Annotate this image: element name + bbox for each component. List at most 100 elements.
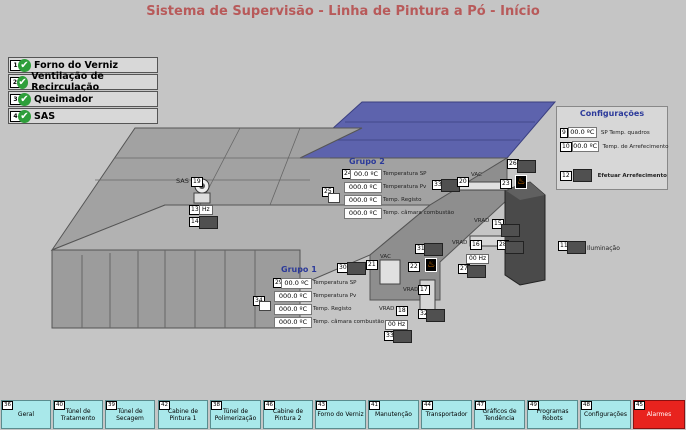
nav-num: 41	[369, 401, 380, 410]
tag-22: 22	[408, 262, 420, 272]
button-26[interactable]	[517, 160, 536, 173]
page-title: Sistema de Supervisão - Linha de Pintura…	[146, 4, 540, 19]
grupo2-pv-field: 000.0 ºC	[344, 182, 382, 193]
tag-21: 21	[366, 260, 378, 270]
config-sp-field[interactable]: 00.0 ºC	[567, 127, 597, 138]
status-sas[interactable]: 4 ✔ SAS	[8, 108, 158, 124]
status-ventilacao[interactable]: 2 ✔ Ventilação de Recirculação	[8, 71, 158, 93]
config-num: 9	[560, 127, 568, 138]
nav-num: 36	[2, 401, 13, 410]
nav-num: 40	[54, 401, 65, 410]
status-label: SAS	[34, 110, 56, 122]
tag-23: 23	[500, 179, 512, 189]
nav-label: Cabine de Pintura 2	[272, 407, 304, 422]
cool-label: Efetuar Arrefecimento	[597, 172, 667, 179]
nav-num: 49	[528, 401, 539, 410]
config-num: 10	[560, 141, 572, 152]
lighting-button[interactable]	[567, 241, 586, 254]
button-30[interactable]	[347, 262, 366, 275]
grupo1-comb-field: 000.0 ºC	[274, 317, 312, 328]
grupo2-comb-label: Temp. câmara combustão	[383, 210, 455, 216]
fan-base	[193, 192, 211, 204]
nav-label: Gráficos de Tendência	[482, 407, 517, 422]
grupo2-sp-field[interactable]: 00.0 ºC	[350, 169, 382, 180]
sas-label: SAS	[176, 177, 189, 185]
button-28[interactable]	[505, 241, 524, 254]
grupo1-sp-field[interactable]: 00.0 ºC	[281, 278, 312, 289]
nav-label: Forno do Verniz	[317, 411, 364, 418]
config-row: 9 00.0 ºC SP Temp. quadros	[560, 127, 650, 138]
hz-value: 00 Hz	[466, 254, 490, 264]
button-32[interactable]	[426, 309, 445, 322]
status-forno-verniz[interactable]: 1 ✔ Forno do Verniz	[8, 57, 158, 73]
grupo1-reg-label: Temp. Registo	[313, 306, 352, 312]
vrad-label: VRAD	[403, 287, 419, 293]
tag-18: 18	[396, 306, 408, 316]
nav-label: Alarmes	[646, 411, 672, 418]
grupo1-reg-field: 000.0 ºC	[274, 304, 312, 315]
sas-hz: Hz	[199, 205, 213, 215]
grupo2-reg-label: Temp. Registo	[383, 197, 422, 203]
roof-line	[269, 127, 301, 206]
burner-fire-icon: ♨	[515, 175, 527, 189]
roof-line	[199, 127, 241, 206]
tag-17: 17	[418, 285, 430, 295]
vrad-label: VRAD	[452, 240, 468, 246]
nav-label: Programas Robots	[536, 407, 569, 422]
sas-button[interactable]	[199, 216, 218, 229]
nav-label: Transportador	[425, 411, 468, 418]
tag-25: 25	[322, 187, 334, 197]
grupo2-reg-field: 000.0 ºC	[344, 195, 382, 206]
config-cool-label: Temp. de Arrefecimento	[602, 143, 669, 150]
config-title: Configurações	[579, 109, 645, 118]
config-row: 10 00.0 ºC Temp. de Arrefecimento	[560, 141, 669, 152]
plant-diagram	[50, 101, 557, 329]
config-sp-label: SP Temp. quadros	[600, 129, 650, 136]
cabinet-top	[505, 182, 545, 200]
nav-label: Túnel de Secagem	[116, 407, 144, 422]
status-queimador[interactable]: 3 ✔ Queimador	[8, 91, 158, 107]
button-33b[interactable]	[393, 330, 412, 343]
trend-icon[interactable]	[259, 301, 271, 311]
check-icon: ✔	[18, 109, 31, 123]
nav-label: Manutenção	[375, 411, 412, 418]
button-31[interactable]	[424, 243, 443, 256]
nav-num: 38	[211, 401, 222, 410]
tag-16: 16	[470, 240, 482, 250]
config-cool-field[interactable]: 00.0 ºC	[571, 141, 599, 152]
config-panel: Configurações 9 00.0 ºC SP Temp. quadros…	[556, 106, 669, 190]
grupo1-pv-field: 000.0 ºC	[274, 291, 312, 302]
config-num: 12	[560, 170, 572, 181]
nav-label: Cabine de Pintura 1	[167, 407, 199, 422]
nav-label: Túnel de Tratamento	[60, 407, 96, 422]
button-15[interactable]	[501, 224, 520, 237]
grupo1-comb-label: Temp. câmara combustão	[313, 319, 385, 325]
front-wall	[51, 249, 301, 329]
cool-button[interactable]	[572, 169, 592, 182]
vac-label-1: VAC	[380, 254, 391, 260]
trend-icon[interactable]	[328, 193, 340, 203]
button-27[interactable]	[467, 265, 486, 278]
burner-fire-icon: ♨	[425, 258, 437, 272]
grupo2-comb-field: 000.0 ºC	[344, 208, 382, 219]
check-icon: ✔	[18, 58, 31, 72]
nav-num: 47	[475, 401, 486, 410]
grupo2-sp-label: Temperatura SP	[383, 171, 427, 177]
nav-num: 44	[422, 401, 433, 410]
config-cool-row: 12 Efetuar Arrefecimento	[560, 169, 667, 182]
check-icon: ✔	[18, 92, 31, 106]
nav-num: 42	[159, 401, 170, 410]
